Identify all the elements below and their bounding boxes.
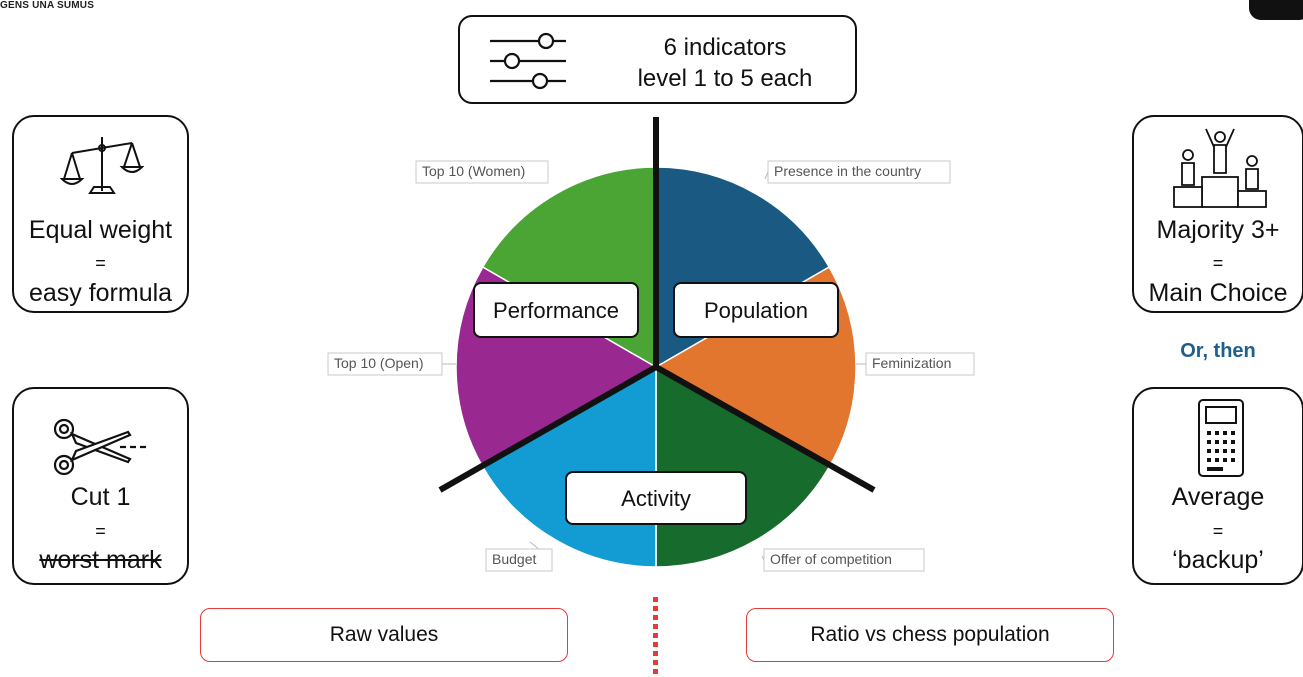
slice-label-box bbox=[485, 548, 553, 572]
ratio-box: Ratio vs chess population bbox=[746, 608, 1114, 662]
or-then-connector: Or, then bbox=[1180, 340, 1256, 362]
worst-mark-label: worst mark bbox=[39, 546, 162, 574]
indicators-subtitle: level 1 to 5 each bbox=[637, 65, 813, 92]
calculator-key bbox=[1231, 431, 1235, 435]
equal-weight-panel: Equal weight = easy formula bbox=[12, 115, 189, 313]
calculator-key bbox=[1215, 449, 1219, 453]
average-label: Average bbox=[1171, 483, 1265, 511]
separator-line-right bbox=[654, 364, 876, 493]
slice-label-box bbox=[415, 160, 549, 184]
slice-label: Top 10 (Open) bbox=[334, 355, 424, 371]
average-panel: Average = ‘backup’ bbox=[1132, 387, 1303, 585]
calculator-key bbox=[1231, 449, 1235, 453]
backup-label: ‘backup’ bbox=[1172, 546, 1264, 574]
slice-label: Feminization bbox=[872, 355, 951, 371]
group-population-label: Population bbox=[704, 298, 808, 323]
calculator-key bbox=[1215, 431, 1219, 435]
calculator-key bbox=[1207, 440, 1211, 444]
calculator-key bbox=[1223, 440, 1227, 444]
calculator-key bbox=[1215, 458, 1219, 462]
sliders-icon bbox=[490, 32, 566, 90]
calculator-key bbox=[1223, 431, 1227, 435]
cut-one-label: Cut 1 bbox=[70, 483, 131, 511]
separator-line-left bbox=[438, 364, 658, 493]
group-activity: Activity bbox=[565, 471, 747, 525]
group-activity-label: Activity bbox=[621, 486, 691, 511]
calculator-key bbox=[1215, 440, 1219, 444]
scissors-icon bbox=[53, 418, 148, 476]
equals-sign: = bbox=[95, 521, 106, 541]
equals-sign: = bbox=[95, 253, 106, 273]
calculator-key bbox=[1231, 440, 1235, 444]
calculator-key bbox=[1231, 458, 1235, 462]
majority-panel: Majority 3+ = Main Choice bbox=[1132, 115, 1303, 313]
slice-label-box bbox=[865, 352, 975, 376]
main-choice-label: Main Choice bbox=[1148, 279, 1288, 307]
calculator-icon bbox=[1198, 399, 1244, 477]
slice-label: Budget bbox=[492, 551, 536, 567]
group-performance-label: Performance bbox=[493, 298, 619, 323]
logo: GENS UNA SUMUS bbox=[0, 0, 95, 11]
slice-label-box bbox=[327, 352, 443, 376]
calculator-key bbox=[1207, 449, 1211, 453]
group-performance: Performance bbox=[473, 282, 639, 338]
corner-element bbox=[1249, 0, 1303, 20]
cut-one-panel: Cut 1 = worst mark bbox=[12, 387, 189, 585]
calculator-key bbox=[1207, 458, 1211, 462]
scales-icon bbox=[60, 137, 144, 194]
group-population: Population bbox=[673, 282, 839, 338]
slice-label-box bbox=[763, 548, 925, 572]
podium-icon bbox=[1173, 128, 1267, 208]
slice-label-box bbox=[767, 160, 951, 184]
equals-sign: = bbox=[1212, 253, 1224, 273]
indicators-title: 6 indicators bbox=[663, 34, 787, 61]
slice-label: Offer of competition bbox=[770, 551, 892, 567]
majority-label: Majority 3+ bbox=[1156, 216, 1280, 244]
calculator-key bbox=[1223, 449, 1227, 453]
equal-weight-label: Equal weight bbox=[28, 216, 173, 244]
calculator-key bbox=[1207, 431, 1211, 435]
red-dotted-divider bbox=[653, 597, 658, 677]
equals-sign: = bbox=[1212, 521, 1224, 541]
indicator-pie-diagram: Presence in the countryFeminizationOffer… bbox=[327, 117, 975, 572]
calculator-key bbox=[1223, 458, 1227, 462]
easy-formula-label: easy formula bbox=[28, 279, 173, 307]
indicators-box: 6 indicators level 1 to 5 each bbox=[458, 15, 857, 104]
slice-label: Top 10 (Women) bbox=[422, 163, 525, 179]
calculator-key bbox=[1207, 467, 1223, 471]
slice-label: Presence in the country bbox=[774, 163, 921, 179]
raw-values-box: Raw values bbox=[200, 608, 568, 662]
